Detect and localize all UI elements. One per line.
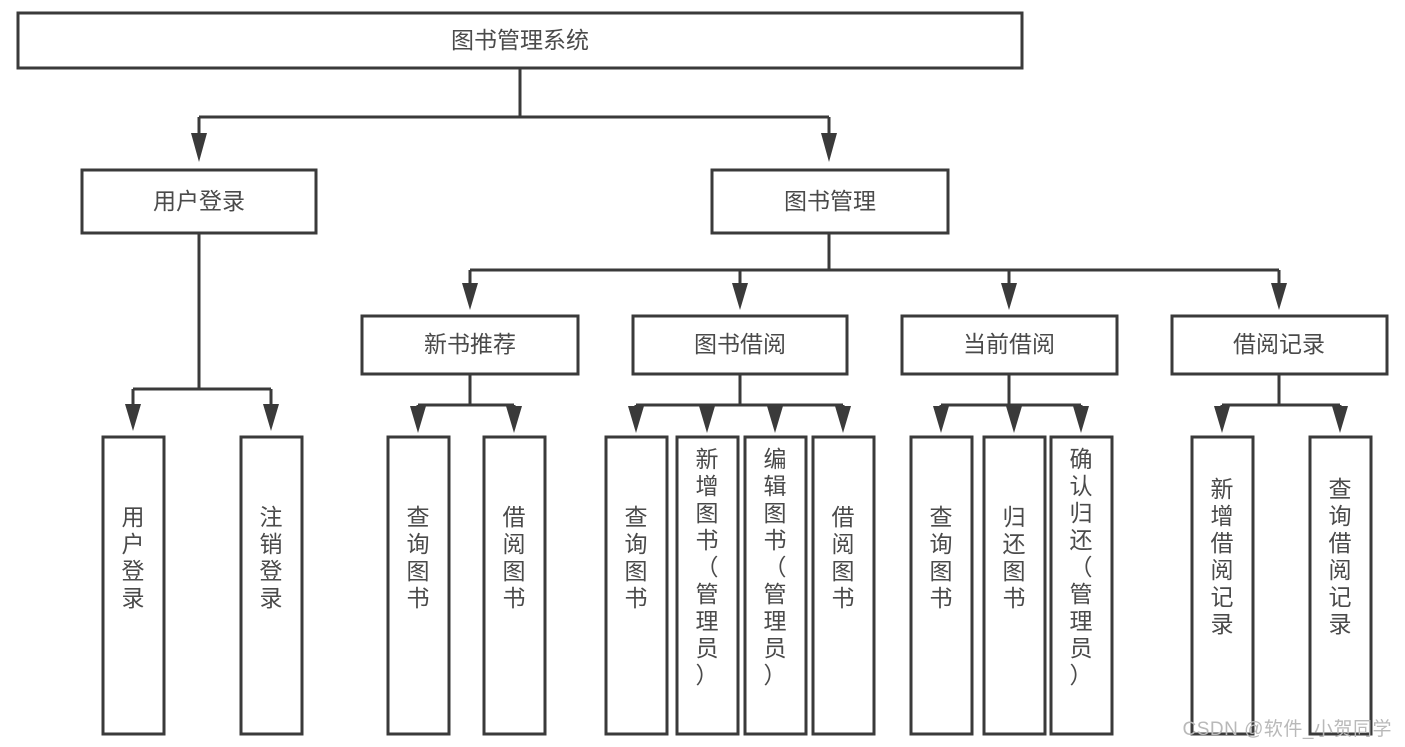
node-new-book-recommend-label: 新书推荐: [424, 331, 516, 357]
node-book-management-label: 图书管理: [784, 188, 876, 214]
arrow-head-icon: [1073, 406, 1089, 433]
node-book-management[interactable]: 图书管理: [710, 168, 950, 235]
node-user-login-label: 用户登录: [153, 188, 245, 214]
arrow-head-icon: [767, 406, 783, 433]
node-book-borrow[interactable]: 图书借阅: [631, 314, 849, 376]
leaf-query-borrow-record-box[interactable]: [1308, 435, 1373, 736]
leaf-return-book[interactable]: 归还图书: [982, 435, 1047, 736]
leaf-borrow-book-new-box[interactable]: [482, 435, 547, 736]
leaf-query-book-borrow-label: 查询图书: [625, 504, 648, 611]
leaf-add-book-admin[interactable]: 新增图书（管理员）: [675, 435, 740, 736]
arrow-head-icon: [263, 404, 279, 431]
arrow-head-icon: [933, 406, 949, 433]
node-borrow-record-box[interactable]: [1170, 314, 1389, 376]
leaf-query-book-new[interactable]: 查询图书: [386, 435, 451, 736]
leaf-user-login-box[interactable]: [101, 435, 166, 736]
leaf-add-book-admin-box[interactable]: [675, 435, 740, 736]
arrow-head-icon: [1006, 406, 1022, 433]
arrow-head-icon: [191, 133, 207, 162]
arrow-head-icon: [1001, 283, 1017, 310]
node-root-box[interactable]: [16, 11, 1024, 70]
connector-layer: [125, 68, 1348, 433]
node-current-borrow-box[interactable]: [900, 314, 1119, 376]
arrow-head-icon: [699, 406, 715, 433]
leaf-return-book-label: 归还图书: [1003, 504, 1026, 611]
leaf-borrow-book-new-label: 借阅图书: [503, 504, 526, 611]
leaf-user-login[interactable]: 用户登录: [101, 435, 166, 736]
leaf-add-borrow-record-label: 新增借阅记录: [1211, 476, 1234, 637]
leaf-edit-book-admin-box[interactable]: [743, 435, 808, 736]
node-book-management-box[interactable]: [710, 168, 950, 235]
leaf-borrow-book-label: 借阅图书: [832, 504, 855, 611]
node-current-borrow-label: 当前借阅: [963, 331, 1055, 357]
leaf-query-book-current-box[interactable]: [909, 435, 974, 736]
leaf-borrow-book-box[interactable]: [811, 435, 876, 736]
arrow-head-icon: [506, 406, 522, 433]
leaf-query-book-current[interactable]: 查询图书: [909, 435, 974, 736]
arrow-head-icon: [835, 406, 851, 433]
leaf-query-borrow-record-label: 查询借阅记录: [1329, 476, 1352, 637]
arrow-head-icon: [125, 404, 141, 431]
leaf-logout[interactable]: 注销登录: [239, 435, 304, 736]
node-root[interactable]: 图书管理系统: [16, 11, 1024, 70]
leaf-query-book-new-box[interactable]: [386, 435, 451, 736]
leaf-confirm-return-admin-label: 确认归还（管理员）: [1070, 446, 1093, 688]
leaf-edit-book-admin-label: 编辑图书（管理员）: [764, 446, 787, 688]
leaf-logout-box[interactable]: [239, 435, 304, 736]
arrow-head-icon: [821, 133, 837, 162]
leaf-confirm-return-admin-box[interactable]: [1049, 435, 1114, 736]
leaf-edit-book-admin[interactable]: 编辑图书（管理员）: [743, 435, 808, 736]
leaf-borrow-book-new[interactable]: 借阅图书: [482, 435, 547, 736]
arrow-head-icon: [1271, 283, 1287, 310]
node-current-borrow[interactable]: 当前借阅: [900, 314, 1119, 376]
node-user-login-box[interactable]: [80, 168, 318, 235]
leaf-confirm-return-admin[interactable]: 确认归还（管理员）: [1049, 435, 1114, 736]
node-borrow-record-label: 借阅记录: [1233, 331, 1325, 357]
leaf-add-borrow-record-box[interactable]: [1190, 435, 1255, 736]
arrow-head-icon: [1332, 406, 1348, 433]
node-borrow-record[interactable]: 借阅记录: [1170, 314, 1389, 376]
node-user-login[interactable]: 用户登录: [80, 168, 318, 235]
arrow-head-icon: [628, 406, 644, 433]
node-root-label: 图书管理系统: [451, 27, 589, 53]
leaf-query-book-current-label: 查询图书: [930, 504, 953, 611]
leaf-logout-label: 注销登录: [260, 504, 283, 611]
leaf-add-book-admin-label: 新增图书（管理员）: [696, 446, 719, 688]
arrow-head-icon: [410, 406, 426, 433]
leaf-borrow-book[interactable]: 借阅图书: [811, 435, 876, 736]
arrow-head-icon: [732, 283, 748, 310]
leaf-add-borrow-record[interactable]: 新增借阅记录: [1190, 435, 1255, 736]
node-book-borrow-box[interactable]: [631, 314, 849, 376]
leaf-return-book-box[interactable]: [982, 435, 1047, 736]
leaf-query-book-borrow-box[interactable]: [604, 435, 669, 736]
leaf-query-book-borrow[interactable]: 查询图书: [604, 435, 669, 736]
leaf-user-login-label: 用户登录: [122, 504, 145, 611]
arrow-head-icon: [462, 283, 478, 310]
node-new-book-recommend[interactable]: 新书推荐: [360, 314, 580, 376]
node-new-book-recommend-box[interactable]: [360, 314, 580, 376]
node-book-borrow-label: 图书借阅: [694, 331, 786, 357]
arrow-head-icon: [1214, 406, 1230, 433]
leaf-query-borrow-record[interactable]: 查询借阅记录: [1308, 435, 1373, 736]
leaf-query-book-new-label: 查询图书: [407, 504, 430, 611]
